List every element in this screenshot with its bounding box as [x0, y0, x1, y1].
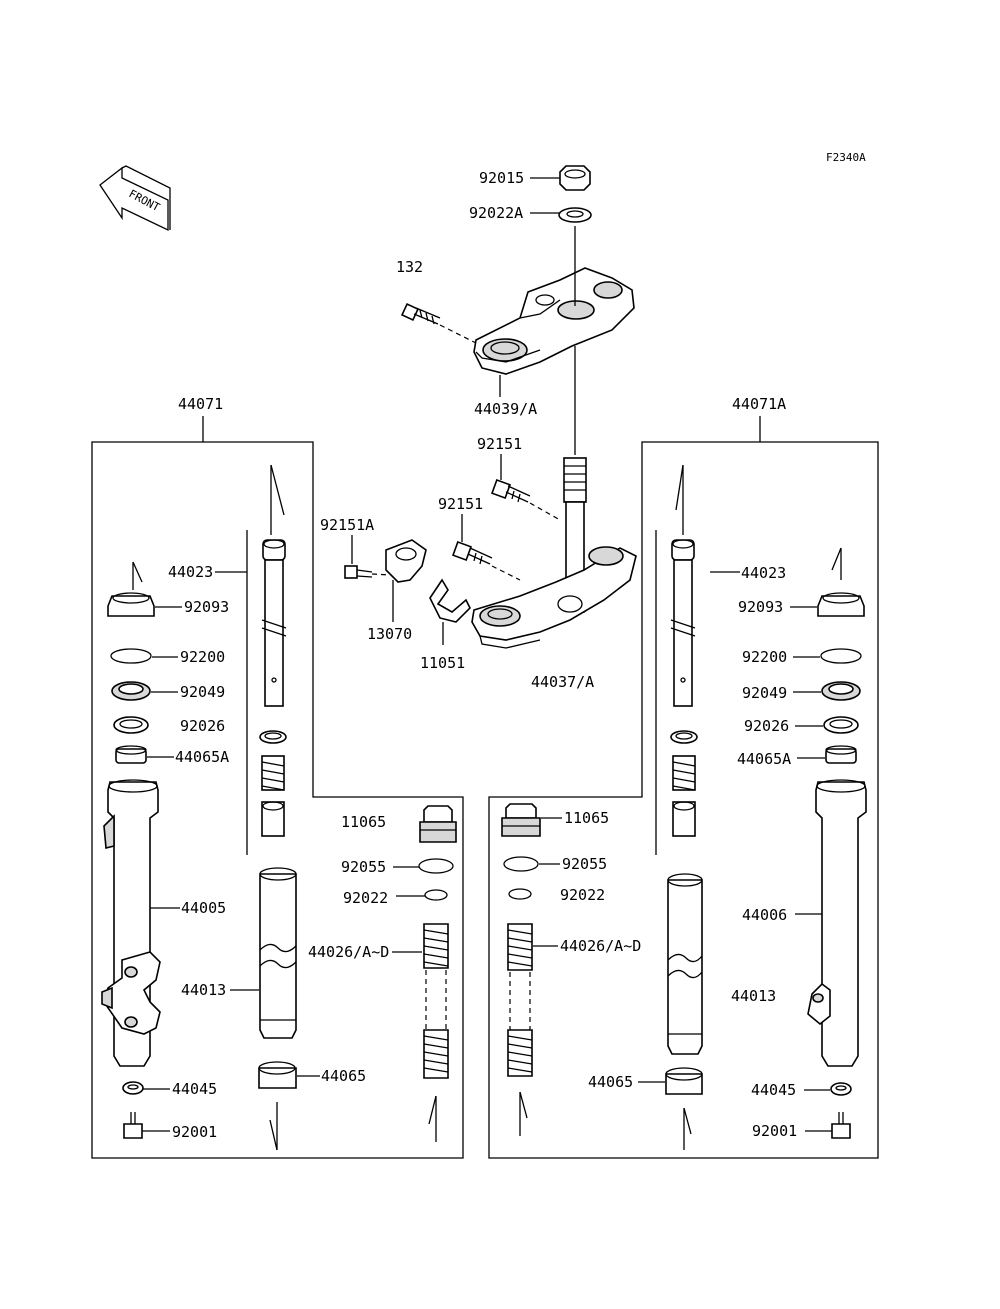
left-rebound-spring-icon — [261, 755, 285, 791]
left-dust-seal-icon — [107, 561, 155, 617]
right-bolt-92001-icon — [831, 1112, 851, 1139]
left-label-44065a: 44065A — [175, 748, 229, 766]
left-label-92026: 92026 — [180, 717, 225, 735]
left-label-44065: 44065 — [321, 1067, 366, 1085]
left-oil-lock-piece-icon — [261, 801, 285, 837]
left-top-cap-icon — [419, 805, 457, 843]
left-assembly-frame — [91, 441, 464, 1159]
left-label-92055: 92055 — [341, 858, 386, 876]
left-assembly-title: 44071 — [178, 395, 223, 413]
left-label-44013: 44013 — [181, 981, 226, 999]
right-retaining-ring-icon — [820, 648, 862, 664]
left-label-44045: 44045 — [172, 1080, 217, 1098]
left-outer-tube-44005-icon — [101, 779, 161, 1067]
left-label-92049: 92049 — [180, 683, 225, 701]
right-label-92001: 92001 — [752, 1122, 797, 1140]
right-label-44006: 44006 — [742, 906, 787, 924]
nut-92015-icon — [559, 165, 591, 191]
front-arrow-icon: FRONT — [99, 165, 171, 232]
right-label-92055: 92055 — [562, 855, 607, 873]
left-label-44023: 44023 — [168, 563, 213, 581]
label-92151-b: 92151 — [438, 495, 483, 513]
label-44039a: 44039/A — [474, 400, 537, 418]
right-oil-lock-piece-icon — [672, 801, 696, 837]
right-piston-ring-icon — [670, 730, 698, 744]
left-label-44005: 44005 — [181, 899, 226, 917]
right-label-92200: 92200 — [742, 648, 787, 666]
left-label-44026: 44026/A~D — [308, 943, 389, 961]
diagram-code: F2340A — [826, 151, 866, 164]
label-92151a: 92151A — [320, 516, 374, 534]
bolt-92151-a-icon — [491, 479, 531, 503]
right-label-92026: 92026 — [744, 717, 789, 735]
right-label-44065: 44065 — [588, 1073, 633, 1091]
right-washer-92026-icon — [823, 716, 859, 734]
right-label-44023: 44023 — [741, 564, 786, 582]
right-label-92049: 92049 — [742, 684, 787, 702]
right-slide-bushing-icon — [665, 1067, 703, 1150]
left-label-92093: 92093 — [184, 598, 229, 616]
label-92022a: 92022A — [469, 204, 523, 222]
left-damper-rod-icon — [261, 464, 287, 707]
left-fork-spring-icon — [423, 923, 449, 1142]
left-retaining-ring-icon — [110, 648, 152, 664]
right-dust-seal-icon — [817, 547, 865, 617]
bolt-92151-b-icon — [452, 541, 493, 565]
right-top-cap-icon — [501, 803, 541, 837]
left-washer-92022-icon — [424, 889, 448, 901]
right-label-92093: 92093 — [738, 598, 783, 616]
left-label-11065: 11065 — [341, 813, 386, 831]
plate-11051-icon — [429, 578, 471, 623]
right-rebound-spring-icon — [672, 755, 696, 791]
left-label-92022: 92022 — [343, 889, 388, 907]
label-11051: 11051 — [420, 654, 465, 672]
label-44037a: 44037/A — [531, 673, 594, 691]
left-inner-tube-44013-icon — [259, 867, 297, 1039]
left-slide-bushing-icon — [258, 1061, 297, 1151]
right-assembly-frame — [488, 441, 879, 1159]
bolt-upper-icon — [400, 302, 441, 325]
right-gasket-44045-icon — [830, 1082, 852, 1096]
right-label-44065a: 44065A — [737, 750, 791, 768]
right-oil-seal-icon — [821, 681, 861, 701]
right-label-44045: 44045 — [751, 1081, 796, 1099]
clamp-13070-icon — [385, 539, 427, 583]
right-fork-spring-icon — [507, 923, 533, 1136]
right-damper-rod-icon — [670, 464, 696, 707]
label-132: 132 — [396, 258, 423, 276]
front-label: FRONT — [127, 187, 163, 214]
right-o-ring-92055-icon — [503, 856, 539, 872]
lower-bracket-44037-icon — [471, 546, 637, 649]
left-bolt-92001-icon — [123, 1112, 143, 1139]
right-outer-tube-44006-icon — [807, 779, 867, 1067]
left-washer-92026-icon — [113, 716, 149, 734]
label-13070: 13070 — [367, 625, 412, 643]
right-guide-bushing-icon — [825, 745, 857, 764]
upper-bracket-44039-icon — [473, 267, 635, 375]
bolt-92151a-icon — [344, 565, 373, 579]
right-inner-tube-44013-icon — [667, 873, 703, 1055]
left-label-92200: 92200 — [180, 648, 225, 666]
left-piston-ring-icon — [259, 730, 287, 744]
left-guide-bushing-icon — [115, 745, 147, 764]
right-assembly-title: 44071A — [732, 395, 786, 413]
right-label-44013: 44013 — [731, 987, 776, 1005]
label-92015: 92015 — [479, 169, 524, 187]
right-label-11065: 11065 — [564, 809, 609, 827]
right-label-44026: 44026/A~D — [560, 937, 641, 955]
washer-92022a-icon — [558, 207, 592, 223]
left-label-92001: 92001 — [172, 1123, 217, 1141]
left-o-ring-92055-icon — [418, 858, 454, 874]
left-oil-seal-icon — [111, 681, 151, 701]
left-gasket-44045-icon — [122, 1081, 144, 1095]
right-washer-92022-icon — [508, 888, 532, 900]
right-label-92022: 92022 — [560, 886, 605, 904]
label-92151-a: 92151 — [477, 435, 522, 453]
